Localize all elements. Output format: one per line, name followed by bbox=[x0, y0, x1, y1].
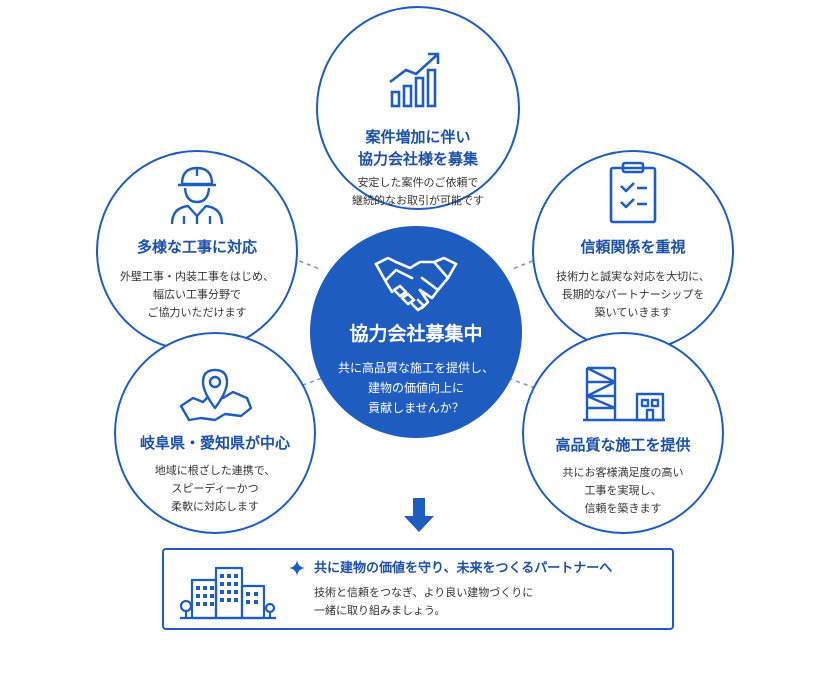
benefit-circle-right-lower: 高品質な施工を提供 共にお客様満足度の高い 工事を実現し、 信頼を築きます bbox=[522, 332, 724, 534]
center-title: 協力会社募集中 bbox=[349, 323, 483, 345]
benefit-text-line: 幅広い工事分野で bbox=[153, 288, 241, 301]
growth-chart-icon bbox=[389, 52, 440, 108]
center-circle: 協力会社募集中 共に高品質な施工を提供し、 建物の価値向上に 貢献しませんか？ bbox=[310, 226, 522, 438]
map-pin-icon bbox=[179, 368, 253, 422]
construction-worker-icon bbox=[170, 166, 224, 225]
sparkle-icon bbox=[289, 560, 305, 576]
clipboard-check-icon bbox=[609, 161, 657, 224]
benefit-text-line: 外壁工事・内装工事をはじめ、 bbox=[120, 270, 274, 283]
benefit-text-line: 築いていきます bbox=[594, 306, 672, 319]
center-text-line: 共に高品質な施工を提供し、 bbox=[337, 361, 494, 375]
banner-headline: 共に建物の価値を守り、未来をつくるパートナーへ bbox=[314, 561, 613, 576]
down-arrow-icon bbox=[404, 498, 434, 532]
bottom-banner: 共に建物の価値を守り、未来をつくるパートナーへ 技術と信頼をつなぎ、より良い建物… bbox=[162, 548, 674, 630]
benefit-text-line: 地域に根ざした連携で、 bbox=[154, 464, 276, 477]
banner-text-line: 技術と信頼をつなぎ、より良い建物づくりに bbox=[314, 586, 534, 599]
connector-left-upper bbox=[291, 257, 323, 271]
benefit-text-line: 柔軟に対応します bbox=[171, 500, 259, 513]
benefit-text-line: ご協力いただけます bbox=[147, 306, 247, 319]
benefit-title-line: 高品質な施工を提供 bbox=[555, 436, 691, 454]
handshake-icon bbox=[374, 256, 458, 312]
benefit-title-line: 多様な工事に対応 bbox=[136, 238, 257, 256]
benefit-title-line: 岐阜県・愛知県が中心 bbox=[139, 434, 290, 452]
center-text-line: 貢献しませんか？ bbox=[368, 401, 464, 415]
benefit-title-line: 案件増加に伴い bbox=[365, 128, 471, 146]
benefit-text-line: 安定した案件のご依頼で bbox=[357, 176, 479, 189]
benefit-circle-right-upper: 信頼関係を重視 技術力と誠実な対応を大切に、 長期的なパートナーシップを 築いて… bbox=[532, 150, 734, 352]
benefit-title-line: 協力会社様を募集 bbox=[357, 150, 478, 168]
benefit-text-line: 技術力と誠実な対応を大切に、 bbox=[556, 270, 710, 283]
banner-text-line: 一緒に取り組みましょう。 bbox=[314, 604, 446, 617]
city-buildings-icon bbox=[179, 566, 276, 620]
benefit-text-line: スピーディーかつ bbox=[171, 482, 259, 495]
benefit-text-line: 信頼を築きます bbox=[584, 502, 662, 515]
benefit-text-line: 工事を実現し、 bbox=[584, 484, 662, 497]
center-text-line: 建物の価値向上に bbox=[367, 381, 464, 395]
benefit-text-line: 継続的なお取引が可能です bbox=[352, 194, 484, 207]
connector-right-upper bbox=[509, 257, 541, 271]
benefit-text-line: 長期的なパートナーシップを bbox=[561, 288, 705, 301]
benefit-circle-top: 案件増加に伴い 協力会社様を募集 安定した案件のご依頼で 継続的なお取引が可能で… bbox=[316, 6, 520, 210]
benefit-text-line: 共にお客様満足度の高い bbox=[562, 466, 684, 479]
benefit-circle-left-upper: 多様な工事に対応 外壁工事・内装工事をはじめ、 幅広い工事分野で ご協力いただけ… bbox=[96, 150, 298, 352]
scaffold-building-icon bbox=[583, 366, 665, 422]
benefit-circle-left-lower: 岐阜県・愛知県が中心 地域に根ざした連携で、 スピーディーかつ 柔軟に対応します bbox=[114, 332, 316, 534]
benefit-title-line: 信頼関係を重視 bbox=[580, 238, 686, 256]
